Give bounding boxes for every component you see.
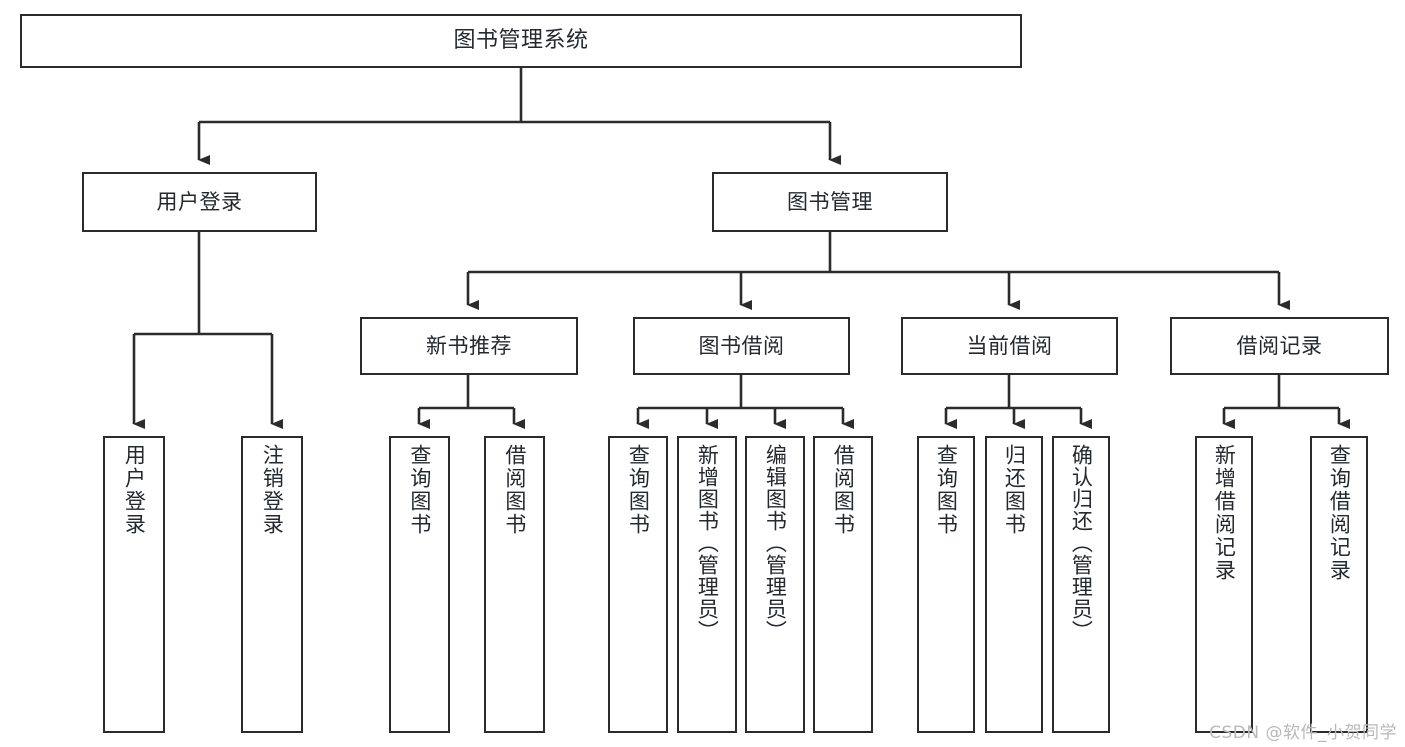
node-leaf-user-login-label: 用户登录 [122,444,147,536]
node-leaf-query-record[interactable]: 查询借阅记录 [1310,436,1368,733]
node-root[interactable]: 图书管理系统 [20,14,1022,68]
node-leaf-confirm-return-label: 确认归还（管理员） [1069,444,1094,642]
node-borrow-record-label: 借阅记录 [1236,333,1323,358]
node-root-label: 图书管理系统 [453,28,589,53]
node-current-borrow[interactable]: 当前借阅 [901,317,1118,375]
node-leaf-query-book-3[interactable]: 查询图书 [917,436,975,733]
node-leaf-return-book-label: 归还图书 [1002,444,1027,536]
node-user-login[interactable]: 用户登录 [82,172,317,232]
node-leaf-return-book[interactable]: 归还图书 [985,436,1043,733]
node-leaf-query-book-2-label: 查询图书 [626,444,651,536]
node-leaf-query-book-2[interactable]: 查询图书 [608,436,668,733]
node-leaf-query-record-label: 查询借阅记录 [1327,444,1352,582]
node-leaf-edit-book-label: 编辑图书（管理员） [763,444,788,642]
node-new-book-recommend[interactable]: 新书推荐 [360,317,578,375]
node-leaf-add-book[interactable]: 新增图书（管理员） [677,436,737,733]
node-book-manage-label: 图书管理 [787,189,873,214]
node-user-login-label: 用户登录 [156,189,243,214]
node-leaf-query-book-1-label: 查询图书 [407,444,432,536]
node-leaf-logout-login-label: 注销登录 [260,444,285,536]
node-book-borrow[interactable]: 图书借阅 [633,317,850,375]
node-book-manage[interactable]: 图书管理 [712,172,948,232]
node-new-book-recommend-label: 新书推荐 [426,333,512,358]
node-leaf-add-record[interactable]: 新增借阅记录 [1195,436,1253,733]
node-leaf-logout-login[interactable]: 注销登录 [241,436,303,733]
node-leaf-user-login[interactable]: 用户登录 [103,436,165,733]
node-leaf-confirm-return[interactable]: 确认归还（管理员） [1052,436,1110,733]
node-leaf-borrow-book-2-label: 借阅图书 [831,444,856,536]
node-leaf-edit-book[interactable]: 编辑图书（管理员） [745,436,805,733]
node-leaf-add-record-label: 新增借阅记录 [1212,444,1237,582]
node-leaf-add-book-label: 新增图书（管理员） [695,444,720,642]
csdn-watermark: CSDN @软件_小贺同学 [1209,723,1397,743]
node-current-borrow-label: 当前借阅 [966,333,1053,358]
node-leaf-query-book-3-label: 查询图书 [934,444,959,536]
node-borrow-record[interactable]: 借阅记录 [1170,317,1389,375]
node-leaf-query-book-1[interactable]: 查询图书 [389,436,450,733]
node-leaf-borrow-book-1[interactable]: 借阅图书 [484,436,545,733]
node-leaf-borrow-book-1-label: 借阅图书 [502,444,527,536]
node-book-borrow-label: 图书借阅 [698,333,785,358]
node-leaf-borrow-book-2[interactable]: 借阅图书 [813,436,873,733]
